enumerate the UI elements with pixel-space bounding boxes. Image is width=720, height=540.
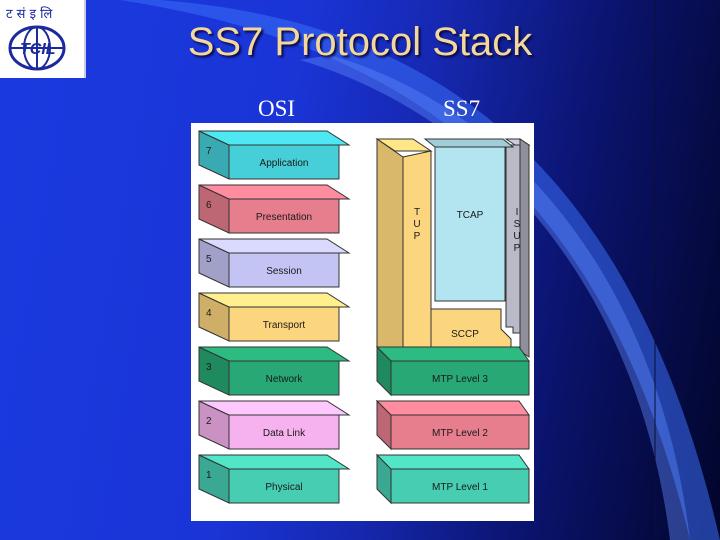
tup-letter: T — [414, 207, 420, 218]
osi-layer-number: 6 — [206, 200, 212, 211]
tcil-logo: ट सं इ लि TCIL — [0, 0, 86, 78]
osi-layer-label: Application — [260, 158, 309, 169]
mtp3-layer: MTP Level 3 — [375, 345, 530, 397]
osi-layer-number: 4 — [206, 308, 212, 319]
mtp-layers: MTP Level 3 MTP Level 2 MTP Level 1 — [375, 345, 530, 505]
tcil-globe-logo-icon: ट सं इ लि TCIL — [6, 6, 66, 71]
osi-layer-top — [198, 400, 351, 416]
ss7-heading: SS7 — [443, 96, 481, 121]
mtp1-face — [390, 468, 530, 504]
isup-letter: P — [514, 243, 521, 254]
tup-letter: P — [414, 231, 421, 242]
mtp2-layer: MTP Level 2 — [375, 399, 530, 451]
osi-layer-top — [198, 346, 351, 362]
osi-layer-top — [198, 184, 351, 200]
slide-title: SS7 Protocol Stack — [187, 20, 533, 64]
osi-layer-number: 1 — [206, 470, 212, 481]
tcap-label: TCAP — [457, 210, 484, 221]
mtp2-top — [375, 400, 530, 416]
mtp3-face — [390, 360, 530, 396]
tup-letter: U — [413, 219, 420, 230]
osi-layer-number: 7 — [206, 146, 212, 157]
osi-layer-number: 5 — [206, 254, 212, 265]
osi-layer-label: Data Link — [263, 428, 306, 439]
osi-heading: OSI — [258, 96, 296, 121]
osi-layer-face — [228, 306, 340, 342]
osi-layer-label: Network — [266, 374, 304, 385]
mtp3-top — [375, 346, 530, 362]
osi-layer-number: 3 — [206, 362, 212, 373]
osi-layer-face — [228, 198, 340, 234]
mtp1-top — [375, 454, 530, 470]
osi-layer-face — [228, 468, 340, 504]
osi-stack: 7Application6Presentation5Session4Transp… — [198, 130, 351, 504]
osi-layer-label: Physical — [265, 482, 302, 493]
isup-letter: I — [516, 207, 519, 218]
osi-layer-label: Presentation — [256, 212, 312, 223]
osi-layer-label: Session — [266, 266, 302, 277]
osi-layer-top — [198, 292, 351, 308]
svg-text:ट सं इ लि: ट सं इ लि — [6, 6, 52, 22]
mtp1-layer: MTP Level 1 — [375, 453, 530, 505]
isup-letter: S — [514, 219, 521, 230]
logo-text: TCIL — [20, 41, 56, 58]
osi-layer-top — [198, 454, 351, 470]
osi-layer-top — [198, 238, 351, 254]
isup-letter: U — [513, 231, 520, 242]
isup-layer — [504, 138, 531, 358]
stack-comparison-svg: 7Application6Presentation5Session4Transp… — [198, 130, 531, 505]
mtp2-face — [390, 414, 530, 450]
tcap-layer: TCAP — [423, 138, 515, 302]
osi-layer-top — [198, 130, 351, 146]
osi-layer-face — [228, 144, 340, 180]
osi-layer-face — [228, 252, 340, 288]
osi-layer-number: 2 — [206, 416, 212, 427]
mtp1-label: MTP Level 1 — [432, 482, 488, 493]
mtp2-label: MTP Level 2 — [432, 428, 488, 439]
sccp-label: SCCP — [451, 329, 479, 340]
osi-layer-face — [228, 414, 340, 450]
osi-layer-label: Transport — [263, 320, 306, 331]
mtp3-label: MTP Level 3 — [432, 374, 488, 385]
osi-layer-face — [228, 360, 340, 396]
tup-layer: TUP — [375, 138, 433, 356]
